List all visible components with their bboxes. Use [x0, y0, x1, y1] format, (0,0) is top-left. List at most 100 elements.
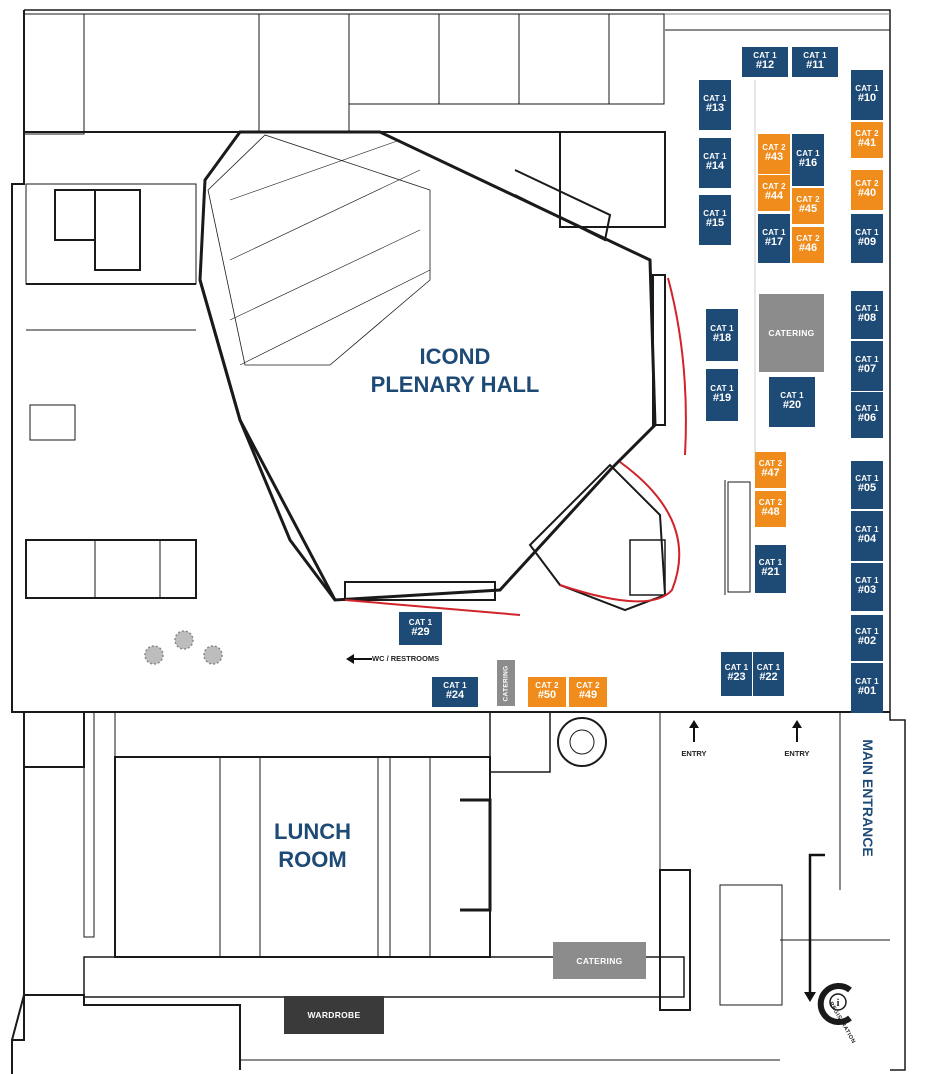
plenary-hall-title: ICOND PLENARY HALL — [350, 343, 560, 399]
booth-number: #03 — [857, 584, 877, 597]
booth-03[interactable]: CAT 1#03 — [851, 563, 883, 611]
booth-category: CAT 2 — [758, 498, 783, 508]
catering-vertical-text: CATERING — [502, 665, 510, 701]
booth-category: CAT 1 — [753, 51, 777, 61]
booth-category: CAT 1 — [855, 404, 879, 414]
booth-13[interactable]: CAT 1#13 — [699, 80, 731, 130]
info-circle-icon: i — [817, 983, 852, 1025]
booth-number: #13 — [705, 102, 725, 115]
booth-01[interactable]: CAT 1#01 — [851, 663, 883, 713]
booth-category: CAT 1 — [710, 384, 734, 394]
booth-category: CAT 2 — [855, 179, 879, 189]
booth-50[interactable]: CAT 2#50 — [528, 677, 566, 707]
booth-10[interactable]: CAT 1#10 — [851, 70, 883, 120]
booth-number: #21 — [761, 566, 780, 579]
catering-area-vertical: CATERING — [497, 660, 515, 706]
booth-category: CAT 2 — [796, 234, 820, 244]
booth-number: #45 — [798, 203, 818, 216]
booth-16[interactable]: CAT 1#16 — [792, 134, 824, 186]
booth-44[interactable]: CAT 2#44 — [758, 175, 790, 211]
booth-19[interactable]: CAT 1#19 — [706, 369, 738, 421]
booth-20[interactable]: CAT 1#20 — [769, 377, 815, 427]
entry-left-label: ENTRY — [681, 749, 707, 758]
booth-number: #02 — [857, 635, 877, 648]
main-entrance-label: MAIN ENTRANCE — [860, 739, 876, 857]
booth-07[interactable]: CAT 1#07 — [851, 341, 883, 391]
booth-06[interactable]: CAT 1#06 — [851, 392, 883, 438]
booth-21[interactable]: CAT 1#21 — [755, 545, 786, 593]
booth-category: CAT 1 — [855, 227, 879, 237]
booth-number: #40 — [857, 187, 877, 200]
wardrobe-area: WARDROBE — [284, 996, 384, 1034]
booth-23[interactable]: CAT 1#23 — [721, 652, 752, 696]
booth-number: #16 — [798, 157, 818, 170]
booth-09[interactable]: CAT 1#09 — [851, 214, 883, 263]
booth-category: CAT 1 — [780, 391, 804, 401]
booth-number: #15 — [705, 217, 725, 230]
booth-12[interactable]: CAT 1#12 — [742, 47, 788, 77]
booth-category: CAT 2 — [762, 182, 786, 192]
lunch-room-title-line1: LUNCH — [274, 819, 351, 844]
booth-22[interactable]: CAT 1#22 — [753, 652, 784, 696]
booth-18[interactable]: CAT 1#18 — [706, 309, 738, 361]
booth-45[interactable]: CAT 2#45 — [792, 188, 824, 224]
entry-right-label: ENTRY — [784, 749, 810, 758]
booth-number: #48 — [761, 506, 780, 519]
booth-number: #18 — [712, 332, 732, 345]
booth-24[interactable]: CAT 1#24 — [432, 677, 478, 707]
booth-number: #07 — [857, 363, 877, 376]
booth-category: CAT 2 — [855, 129, 879, 139]
booth-47[interactable]: CAT 2#47 — [755, 452, 786, 488]
booth-number: #12 — [755, 59, 775, 72]
booth-17[interactable]: CAT 1#17 — [758, 214, 790, 263]
booth-43[interactable]: CAT 2#43 — [758, 134, 790, 174]
booth-number: #04 — [857, 533, 877, 546]
booth-08[interactable]: CAT 1#08 — [851, 291, 883, 339]
lunch-room-title: LUNCH ROOM — [250, 818, 375, 874]
catering-area-top: CATERING — [759, 294, 824, 372]
booth-48[interactable]: CAT 2#48 — [755, 491, 786, 527]
booth-number: #44 — [764, 190, 784, 203]
booth-number: #29 — [411, 625, 430, 638]
booth-category: CAT 2 — [758, 459, 783, 469]
booth-number: #50 — [537, 689, 557, 702]
booth-category: CAT 2 — [576, 681, 600, 691]
booth-40[interactable]: CAT 2#40 — [851, 170, 883, 210]
booth-number: #05 — [857, 482, 877, 495]
booth-category: CAT 1 — [703, 94, 727, 104]
booth-14[interactable]: CAT 1#14 — [699, 138, 731, 188]
booth-02[interactable]: CAT 1#02 — [851, 615, 883, 661]
booth-41[interactable]: CAT 2#41 — [851, 122, 883, 158]
booth-number: #01 — [857, 685, 877, 698]
booth-number: #20 — [782, 399, 802, 412]
booth-number: #06 — [857, 412, 877, 425]
booth-number: #17 — [764, 235, 784, 248]
booth-category: CAT 1 — [855, 677, 879, 687]
booth-11[interactable]: CAT 1#11 — [792, 47, 838, 77]
booth-number: #19 — [712, 392, 732, 405]
booth-category: CAT 1 — [796, 149, 820, 159]
plenary-hall-title-line1: ICOND — [419, 344, 491, 369]
booth-15[interactable]: CAT 1#15 — [699, 195, 731, 245]
booth-46[interactable]: CAT 2#46 — [792, 227, 824, 263]
lunch-room-title-line2: ROOM — [278, 847, 347, 872]
booth-05[interactable]: CAT 1#05 — [851, 461, 883, 509]
booth-category: CAT 1 — [703, 209, 727, 219]
booth-49[interactable]: CAT 2#49 — [569, 677, 607, 707]
wc-restrooms-label: WC / RESTROOMS — [372, 654, 440, 663]
plenary-hall-title-line2: PLENARY HALL — [370, 372, 540, 397]
booth-category: CAT 1 — [758, 558, 783, 568]
booth-29[interactable]: CAT 1#29 — [399, 612, 442, 645]
booth-number: #14 — [705, 160, 725, 173]
booth-category: CAT 1 — [408, 617, 433, 627]
booth-number: #24 — [445, 689, 465, 702]
booth-number: #22 — [759, 671, 778, 684]
booth-category: CAT 1 — [855, 627, 879, 637]
booth-number: #49 — [578, 689, 598, 702]
booth-number: #09 — [857, 235, 877, 248]
booth-number: #43 — [764, 151, 784, 164]
booth-04[interactable]: CAT 1#04 — [851, 511, 883, 561]
svg-text:i: i — [837, 998, 840, 1009]
booth-category: CAT 1 — [855, 304, 879, 314]
